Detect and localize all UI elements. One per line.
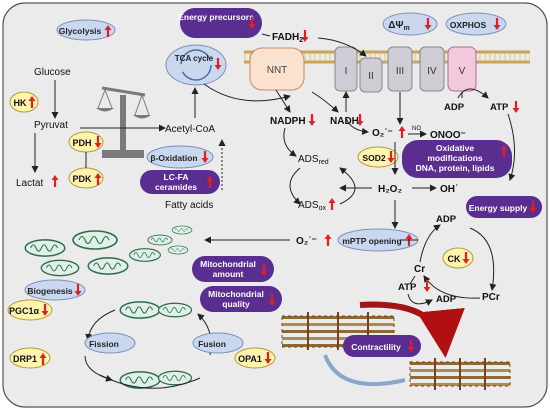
fission-label: Fission [84, 332, 136, 354]
svg-text:β-Oxidation: β-Oxidation [150, 153, 197, 163]
svg-text:mPTP opening: mPTP opening [342, 236, 401, 246]
svg-text:amount: amount [213, 269, 244, 279]
svg-text:PGC1α: PGC1α [9, 306, 40, 316]
atp-low-label: ATP [398, 282, 417, 293]
beta-oxidation-label: β-Oxidation [146, 145, 214, 169]
acetyl-coa-label: Acetyl-CoA [165, 124, 215, 135]
sarcomere-icon [281, 312, 395, 350]
complex-ii-label: II [368, 71, 374, 82]
svg-text:ceramides: ceramides [155, 182, 197, 192]
complex-ii: II [359, 57, 383, 93]
adp-top-label: ADP [444, 102, 465, 113]
h2o2-label: H₂O₂ [378, 184, 402, 195]
svg-text:quality: quality [222, 299, 250, 309]
svg-text:Fusion: Fusion [198, 339, 226, 349]
svg-text:CK: CK [448, 254, 461, 264]
svg-text:Oxidative: Oxidative [436, 143, 475, 153]
nadph-label: NADPH [270, 116, 306, 127]
no-label: NO [412, 126, 421, 132]
pdh-label: PDH [68, 131, 104, 153]
superoxide-mid-label: O₂˙⁻ [296, 236, 317, 247]
svg-text:Mitochondrial: Mitochondrial [208, 289, 264, 299]
mito-amount-pill: Mitochondrial amount [192, 256, 274, 282]
svg-text:TCA cycle: TCA cycle [175, 54, 214, 63]
complex-iv: IV [419, 46, 445, 92]
svg-text:OXPHOS: OXPHOS [450, 20, 487, 30]
balance-scale-icon [96, 86, 151, 158]
svg-text:Contractility: Contractility [351, 342, 401, 352]
oxidative-modifications-pill: Oxidative modifications DNA, protein, li… [402, 140, 512, 178]
sarcomere-contracted-icon [409, 358, 511, 390]
complex-iii-label: III [396, 66, 404, 77]
pyruvat-label: Pyruvat [34, 120, 68, 131]
complex-iii: III [387, 46, 413, 92]
complex-i: I [334, 46, 358, 92]
svg-text:Fission: Fission [89, 339, 119, 349]
svg-text:Biogenesis: Biogenesis [27, 286, 73, 296]
lcfa-ceramides-pill: LC-FA ceramides [140, 170, 220, 194]
energy-supply-pill: Energy supply [466, 196, 542, 218]
svg-text:ΔΨm: ΔΨm [388, 20, 410, 32]
svg-text:DNA, protein, lipids: DNA, protein, lipids [416, 163, 495, 173]
tca-cycle: TCA cycle [165, 44, 227, 86]
ck-label: CK [442, 247, 474, 269]
svg-text:PDK: PDK [72, 174, 92, 184]
glucose-label: Glucose [34, 67, 71, 78]
fatty-acids-label: Fatty acids [165, 200, 213, 211]
svg-text:DRP1: DRP1 [13, 354, 37, 364]
svg-text:Glycolysis: Glycolysis [59, 26, 102, 36]
oh-label: OH˙ [440, 184, 458, 195]
adp-low-label: ADP [436, 294, 457, 305]
svg-text:Energy precursors: Energy precursors [178, 12, 254, 22]
pdk-label: PDK [68, 167, 104, 189]
complex-i-label: I [345, 66, 348, 77]
energy-precursors-pill: Energy precursors [178, 8, 262, 38]
pcr-label: PCr [482, 292, 500, 303]
fadh2-label: FADH2 [272, 32, 303, 44]
contractility-arrow [359, 301, 465, 358]
nnt-label: NNT [267, 65, 288, 76]
ads-red-label: ADSred [298, 154, 329, 166]
svg-text:OPA1: OPA1 [238, 354, 262, 364]
biogenesis-label: Biogenesis [24, 279, 86, 301]
mito-quality-pill: Mitochondrial quality [200, 286, 282, 312]
fusion-label: Fusion [192, 332, 244, 354]
svg-text:modifications: modifications [427, 153, 483, 163]
svg-text:SOD2: SOD2 [362, 153, 385, 163]
complex-v: V [447, 46, 477, 92]
mptp-opening-label: mPTP opening [337, 228, 419, 252]
svg-text:LC-FA: LC-FA [163, 172, 188, 182]
ads-ox-label: ADSox [298, 200, 326, 212]
complex-v-label: V [459, 66, 466, 77]
glycolysis-label: Glycolysis [56, 19, 116, 41]
sod2-label: SOD2 [357, 146, 399, 168]
svg-text:Mitochondrial: Mitochondrial [200, 259, 256, 269]
svg-text:Energy supply: Energy supply [469, 203, 528, 213]
adp-mid-label: ADP [436, 214, 457, 225]
cr-label: Cr [414, 264, 425, 275]
hk-label: HK [9, 91, 39, 113]
opa1-label: OPA1 [234, 347, 276, 369]
oxphos-label: OXPHOS [445, 12, 507, 36]
nadh-label: NADH [330, 116, 359, 127]
superoxide-top-label: O₂˙⁻ [372, 128, 393, 139]
contractility-pill: Contractility [343, 335, 421, 357]
onoo-label: ONOO⁻ [430, 130, 466, 141]
delta-psi-label: ΔΨm [382, 12, 438, 36]
atp-top-label: ATP [490, 102, 509, 113]
svg-text:PDH: PDH [72, 138, 91, 148]
svg-text:HK: HK [14, 98, 27, 108]
lactat-label: Lactat [16, 178, 43, 189]
drp1-label: DRP1 [9, 347, 51, 369]
complex-iv-label: IV [427, 66, 437, 77]
pgc1a-label: PGC1α [7, 299, 53, 321]
relaxation-arrow [323, 354, 406, 387]
nnt-complex: NNT [249, 47, 305, 91]
